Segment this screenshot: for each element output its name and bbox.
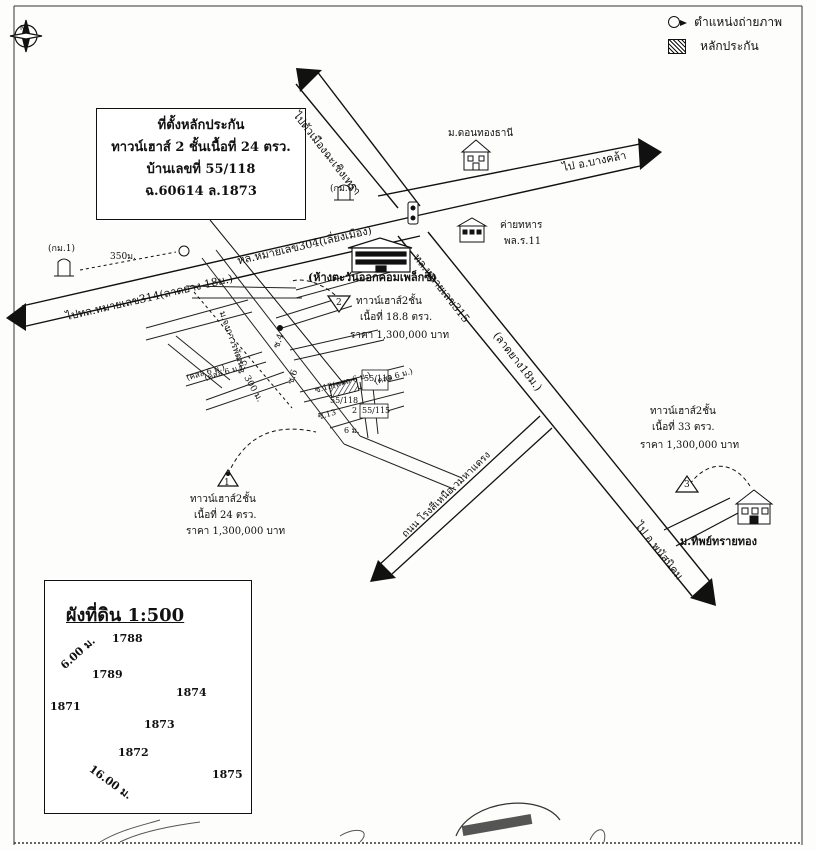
signature-scribble [99, 819, 606, 843]
hatch-pattern-icon [668, 38, 687, 54]
label-km1: (กม.1) [48, 244, 75, 254]
road-to-bang-khla [377, 143, 641, 216]
land-plan-title: ผังที่ดิน 1:500 [66, 605, 185, 626]
plan-point-1873: 1873 [144, 718, 175, 731]
road-phanat-arrow-icon [690, 578, 716, 606]
plan-point-1872: 1872 [118, 746, 149, 759]
km-post-0-icon [334, 184, 354, 201]
callout-leader-line [209, 219, 345, 385]
label-distance-350: 350ม. [110, 252, 136, 262]
label-village-thip: ม.ทิพย์ทรายทอง [680, 535, 758, 548]
road-hwy304-arrow-icon [6, 303, 26, 331]
label-distance-6: 6 ม. [344, 426, 360, 435]
road-rongsi-arrow-icon [370, 560, 396, 582]
road-bang-khla-arrow-icon [638, 138, 662, 170]
comparable-1-type: ทาวน์เฮาส์2ชั้น [190, 494, 256, 505]
callout-house-number: บ้านเลขที่ 55/118 [146, 162, 256, 177]
plan-point-1874: 1874 [176, 686, 207, 699]
village-donthong-house-icon [460, 139, 492, 171]
traffic-light-icon [407, 201, 419, 225]
camera-position-icon [668, 16, 688, 28]
legend: ตำแหน่งถ่ายภาพ หลักประกัน [668, 10, 782, 58]
comparable-3-price: ราคา 1,300,000 บาท [640, 440, 740, 451]
plan-point-1788: 1788 [112, 632, 143, 645]
distance-300-arrow [193, 291, 293, 409]
comparable-3-type: ทาวน์เฮาส์2ชั้น [650, 406, 716, 417]
road-to-chachoengsao [295, 69, 421, 209]
comparable-2-number: 2 [336, 298, 342, 308]
road-rongsi [377, 415, 553, 575]
village-road-network [145, 249, 463, 491]
comparable-1-number: 1 [224, 478, 230, 488]
comparable-3-area: เนื้อที่ 33 ตรว. [652, 422, 715, 433]
label-mall: (ห้างตะวันออกคอมเพล็กซ์) [308, 271, 437, 284]
comparable-3-number: 3 [684, 480, 690, 490]
comparable-2-price: ราคา 1,300,000 บาท [350, 330, 450, 341]
village-thip-house-icon [734, 489, 774, 525]
label-army-unit: พล.ร.11 [504, 236, 542, 247]
photo-spot-icon-2 [326, 295, 352, 314]
compass-icon [9, 19, 43, 53]
plan-point-1789: 1789 [92, 668, 123, 681]
callout-deed-number: ฉ.60614 ล.1873 [145, 184, 257, 199]
comparable-1-price: ราคา 1,300,000 บาท [186, 526, 286, 537]
lot-number-55-119: 55/119 [364, 374, 393, 383]
camera-icon-1 [178, 245, 190, 257]
label-km0: (กม.0) [330, 184, 357, 194]
callout-property-type: ทาวน์เฮาส์ 2 ชั้นเนื้อที่ 24 ตรว. [111, 140, 291, 155]
plan-point-1875: 1875 [212, 768, 243, 781]
legend-collateral-label: หลักประกัน [700, 38, 759, 53]
lot-number-55-118: 55/118 [330, 396, 359, 405]
land-plan-box [44, 580, 252, 814]
plan-point-1871: 1871 [50, 700, 81, 713]
label-army-camp: ค่ายทหาร [500, 220, 543, 231]
legend-photo-row: ตำแหน่งถ่ายภาพ [668, 10, 782, 34]
company-stamp-icon [455, 802, 561, 837]
mall-building-icon [347, 237, 413, 273]
comparable-1-area: เนื้อที่ 24 ตรว. [194, 510, 257, 521]
lot-55-115 [359, 403, 389, 419]
collateral-pin-icon [277, 325, 283, 331]
army-camp-building-icon [456, 217, 488, 243]
road-to-village-thip [663, 497, 741, 547]
distance-350-arrow [79, 251, 177, 271]
road-chachoengsao-arrow-icon [296, 68, 322, 92]
legend-collateral-row: หลักประกัน [668, 34, 782, 58]
callout-title: ที่ตั้งหลักประกัน [157, 118, 245, 133]
photo-spot-icon-1 [216, 468, 240, 487]
label-village-donthong: ม.ดอนทองธานี [448, 128, 514, 139]
km-post-1-icon [54, 258, 74, 277]
photo-spot-1-dash [227, 428, 317, 475]
lot-55-119 [361, 369, 389, 391]
collateral-callout-box: ที่ตั้งหลักประกัน ทาวน์เฮาส์ 2 ชั้นเนื้อ… [96, 108, 306, 220]
compass-north-label: N [20, 24, 26, 32]
legend-photo-label: ตำแหน่งถ่ายภาพ [694, 14, 782, 29]
photo-spot-2-dash [289, 279, 341, 301]
lot-number-2: 2 [352, 406, 358, 415]
comparable-2-type: ทาวน์เฮาส์2ชั้น [356, 296, 422, 307]
lot-number-55-115: 55/115 [362, 406, 391, 415]
photo-spot-3-dash [689, 465, 751, 487]
comparable-2-area: เนื้อที่ 18.8 ตรว. [360, 312, 433, 323]
road-hwy315 [397, 231, 713, 597]
photo-spot-icon-3 [674, 474, 700, 493]
